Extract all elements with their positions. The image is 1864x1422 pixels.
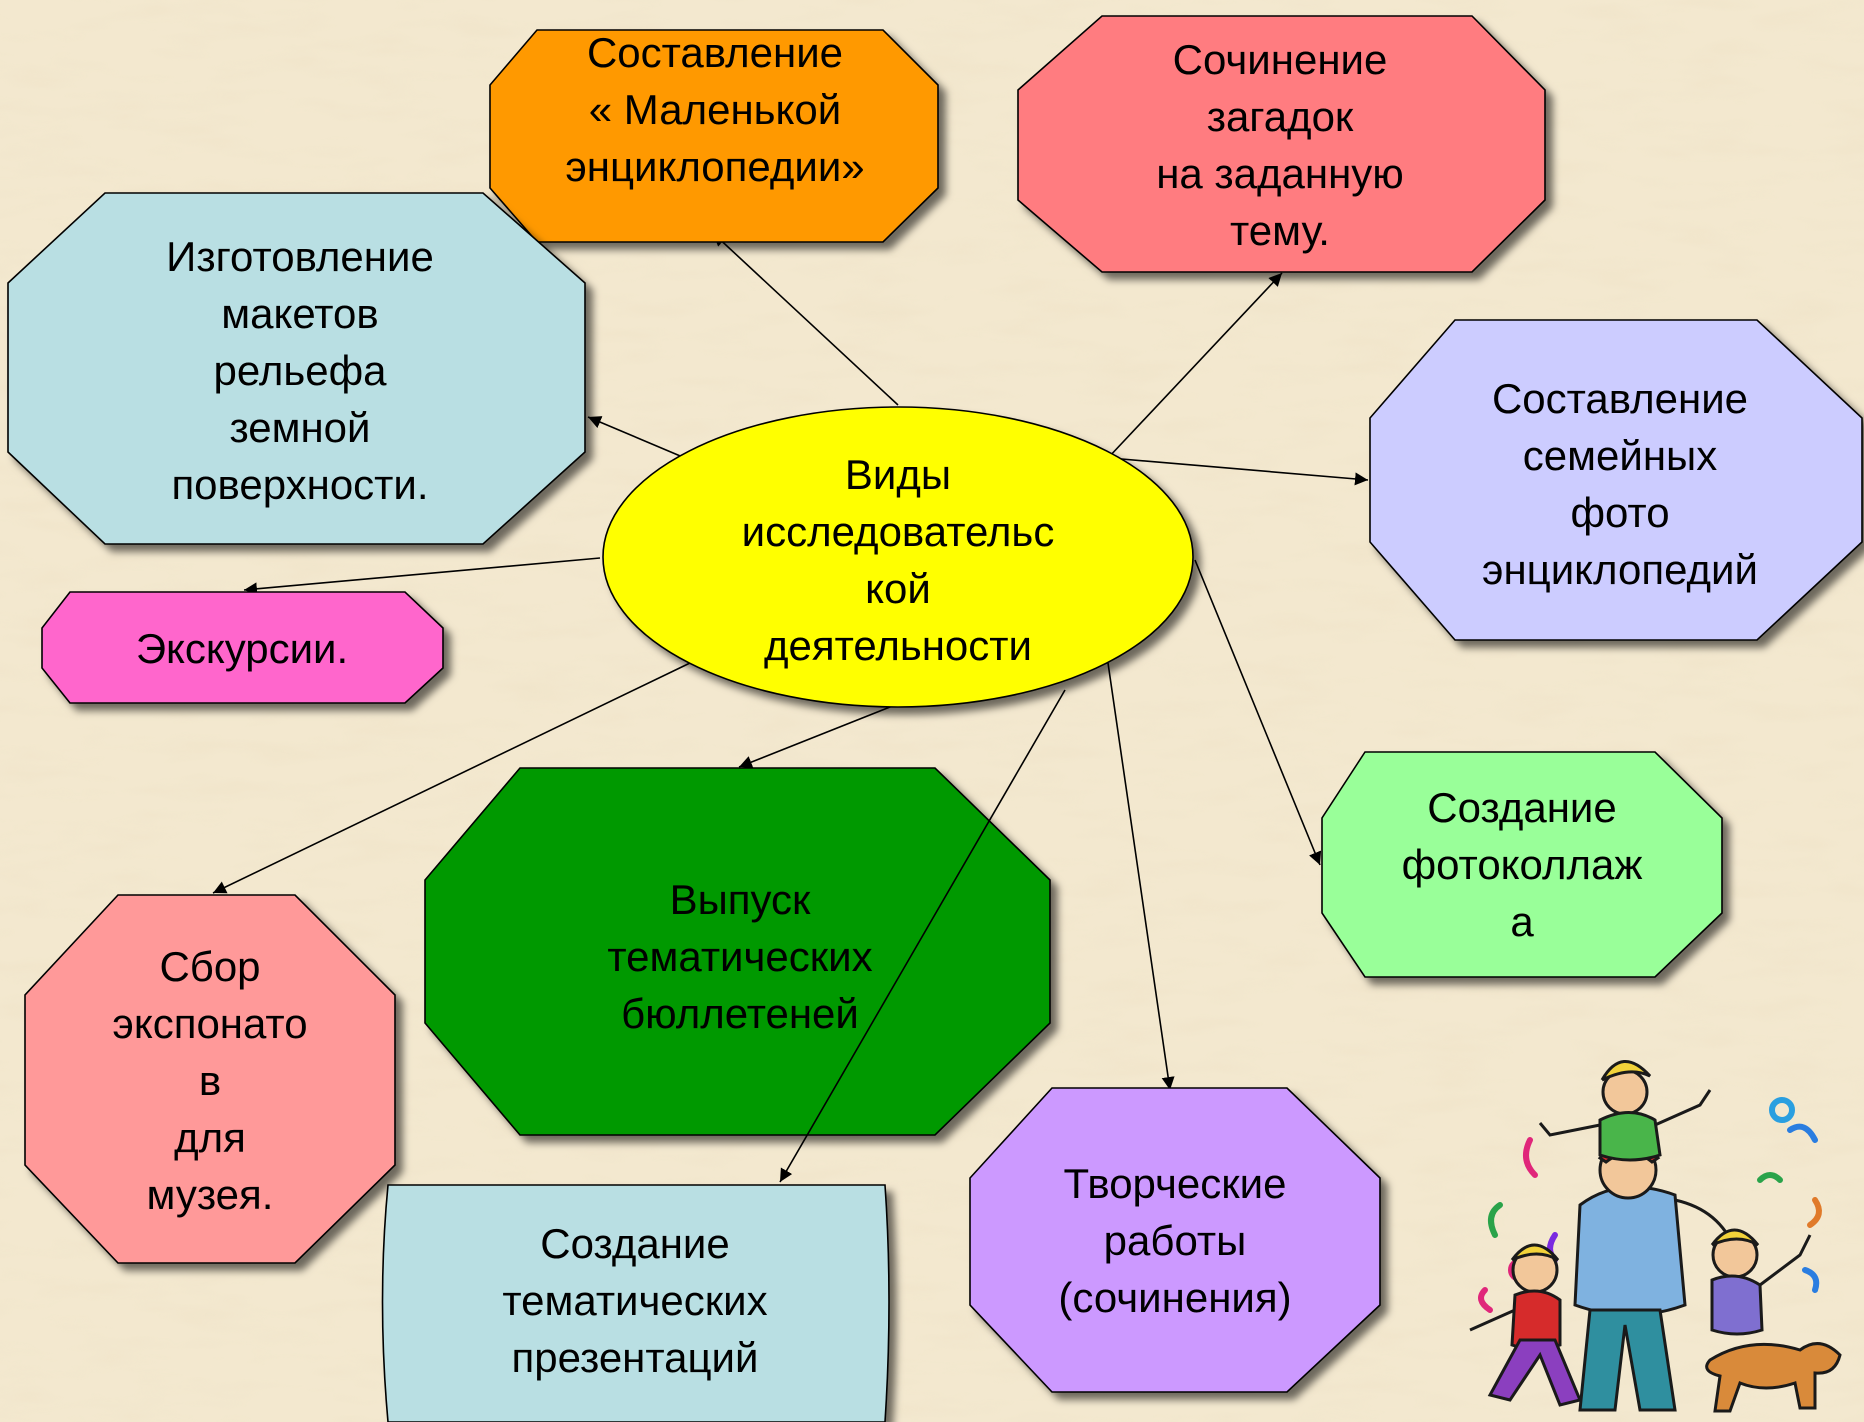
connector-models [587, 416, 686, 459]
node-excursions-shape [41, 591, 444, 704]
node-photo-encyclopedia-shape [1369, 319, 1863, 641]
connector-bulletins [738, 702, 901, 769]
node-collage-shape [1321, 751, 1723, 978]
node-shapes [7, 15, 1863, 1422]
node-models-shape [7, 192, 586, 545]
child-on-shoulders [1538, 1059, 1712, 1162]
family-playing-clipart [1469, 1059, 1842, 1413]
connector-presentations [779, 689, 1066, 1183]
connector-collage [1194, 559, 1322, 866]
node-creative-shape [969, 1087, 1381, 1393]
connector-creative [1107, 662, 1175, 1091]
center-node-shape [602, 406, 1194, 708]
right-child-figure [1710, 1228, 1812, 1336]
connector-encyclopedia [712, 232, 899, 406]
dog-figure [1705, 1342, 1842, 1413]
connectors [212, 232, 1369, 1091]
connector-exhibits [212, 662, 691, 894]
left-child-figure [1469, 1243, 1583, 1407]
connector-excursions [243, 557, 601, 596]
node-encyclopedia-shape [489, 29, 939, 243]
node-bulletins-shape [424, 767, 1051, 1136]
connector-riddles [1107, 272, 1283, 459]
connector-photo-encyclopedia [1109, 457, 1369, 486]
confetti-decoration [1478, 1097, 1822, 1313]
node-riddles-shape [1017, 15, 1546, 273]
node-presentations-shape [381, 1184, 890, 1422]
node-exhibits-shape [24, 894, 396, 1264]
